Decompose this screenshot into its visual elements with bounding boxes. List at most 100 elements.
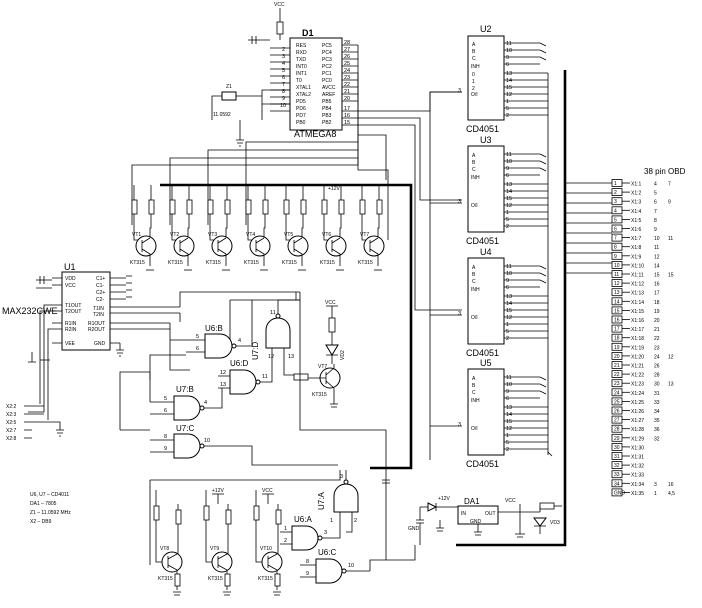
obd-row-pin: X1:11 [631, 273, 644, 279]
svg-text:27: 27 [344, 47, 350, 53]
obd-row-pin: X1:17 [631, 327, 644, 333]
transistor-top-label: VT7 [360, 232, 369, 238]
svg-text:6: 6 [196, 346, 199, 352]
obd-row-a: 11 [654, 245, 659, 251]
obd-row-a: 24 [654, 354, 660, 360]
svg-text:7: 7 [282, 82, 285, 88]
transistor-top-label: VT4 [246, 232, 255, 238]
obd-row-num: 32 [614, 463, 620, 469]
gate-u7b-label: U7:B [176, 385, 194, 394]
svg-text:T0: T0 [296, 78, 302, 84]
transistor-top-label: VT2 [170, 232, 179, 238]
svg-text:3: 3 [458, 311, 461, 317]
obd-row-a: 16 [654, 282, 660, 288]
mux-u5-body [467, 368, 505, 456]
transistor-bottom-label: VT10 [260, 546, 272, 552]
svg-text:9: 9 [506, 389, 509, 395]
obd-row-num: 13 [614, 290, 620, 296]
obd-row-pin: X1:2 [631, 191, 642, 197]
obd-row-a: 4 [654, 182, 657, 188]
svg-text:12: 12 [268, 354, 274, 360]
svg-text:PB0: PB0 [296, 120, 306, 126]
bottom-vcc: VCC [262, 488, 273, 494]
transistor-top-part: KT315 [206, 260, 221, 266]
mux-u2-part: CD4051 [466, 124, 499, 134]
svg-text:17: 17 [344, 106, 350, 112]
db9-pin-8: X2:8 [6, 436, 17, 442]
obd-row-num: 12 [614, 281, 620, 287]
svg-text:PB2: PB2 [322, 120, 332, 126]
obd-row-num: 26 [614, 409, 620, 415]
obd-row-num: 7 [614, 236, 617, 242]
svg-text:10: 10 [506, 271, 512, 277]
svg-text:16: 16 [344, 113, 350, 119]
svg-text:2: 2 [284, 538, 287, 544]
transistor-bottom-part: KT315 [258, 576, 273, 582]
obd-row-num: 4 [614, 208, 617, 214]
svg-text:XTAL2: XTAL2 [296, 92, 311, 98]
obd-row-pin: X1:1 [631, 182, 642, 188]
obd-row-num: 1 [614, 181, 617, 187]
obd-row-pin: X1:3 [631, 200, 642, 206]
transistor-row-top: +12V VT1KT315VT2KT315VT3KT315VT4KT315VT5… [130, 185, 385, 271]
note-4: X2 – DB9 [30, 519, 52, 525]
svg-text:B: B [472, 272, 476, 278]
transistor-bottom-part: KT315 [208, 576, 223, 582]
svg-text:2: 2 [506, 113, 509, 119]
svg-text:VDD: VDD [65, 276, 76, 282]
xtal-ref: Z1 [226, 84, 232, 90]
obd-row-pin: X1:28 [631, 427, 644, 433]
svg-text:11: 11 [270, 310, 276, 316]
svg-text:R2OUT: R2OUT [88, 327, 105, 333]
svg-text:C: C [472, 167, 476, 173]
transistor-bottom-label: VT9 [210, 546, 219, 552]
svg-text:C2-: C2- [96, 297, 104, 303]
svg-text:GND: GND [94, 341, 106, 347]
obd-row-b: 9 [668, 200, 671, 206]
svg-text:R2IN: R2IN [65, 327, 77, 333]
transistor-top-part: KT315 [168, 260, 183, 266]
svg-text:5: 5 [506, 217, 509, 223]
transistor-top-part: KT315 [358, 260, 373, 266]
svg-text:22: 22 [344, 82, 350, 88]
mux-u3-ref: U3 [480, 135, 492, 145]
svg-text:13: 13 [506, 294, 512, 300]
obd-row-num: 28 [614, 427, 620, 433]
obd-row-a: 30 [654, 382, 660, 388]
obd-row-num: 22 [614, 372, 620, 378]
obd-row-pin: X1:20 [631, 354, 644, 360]
gate-u7d [265, 317, 291, 349]
obd-row-num: 27 [614, 418, 620, 424]
obd-row-num: GND [614, 490, 626, 496]
svg-text:20: 20 [344, 96, 350, 102]
svg-text:AREF: AREF [322, 92, 335, 98]
svg-text:PD6: PD6 [296, 106, 306, 112]
svg-text:B: B [472, 383, 476, 389]
svg-text:14: 14 [506, 412, 512, 418]
svg-text:3: 3 [282, 54, 285, 60]
svg-text:6: 6 [506, 62, 509, 68]
vt7-part: KT315 [312, 392, 327, 398]
svg-text:A: A [472, 153, 476, 159]
svg-text:2: 2 [282, 47, 285, 53]
mcu-part: ATMEGA8 [294, 129, 336, 139]
gate-u6d-label: U6:D [230, 359, 248, 368]
obd-row-b: 11 [668, 236, 673, 242]
svg-text:C: C [472, 279, 476, 285]
gate-u7c-label: U7:C [176, 424, 194, 433]
svg-text:A: A [472, 376, 476, 382]
obd-row-a: 12 [654, 254, 660, 260]
obd-row-pin: X1:29 [631, 436, 644, 442]
svg-text:GND: GND [470, 519, 482, 525]
note-3: Z1 – 11.0592 MHz [30, 510, 71, 516]
